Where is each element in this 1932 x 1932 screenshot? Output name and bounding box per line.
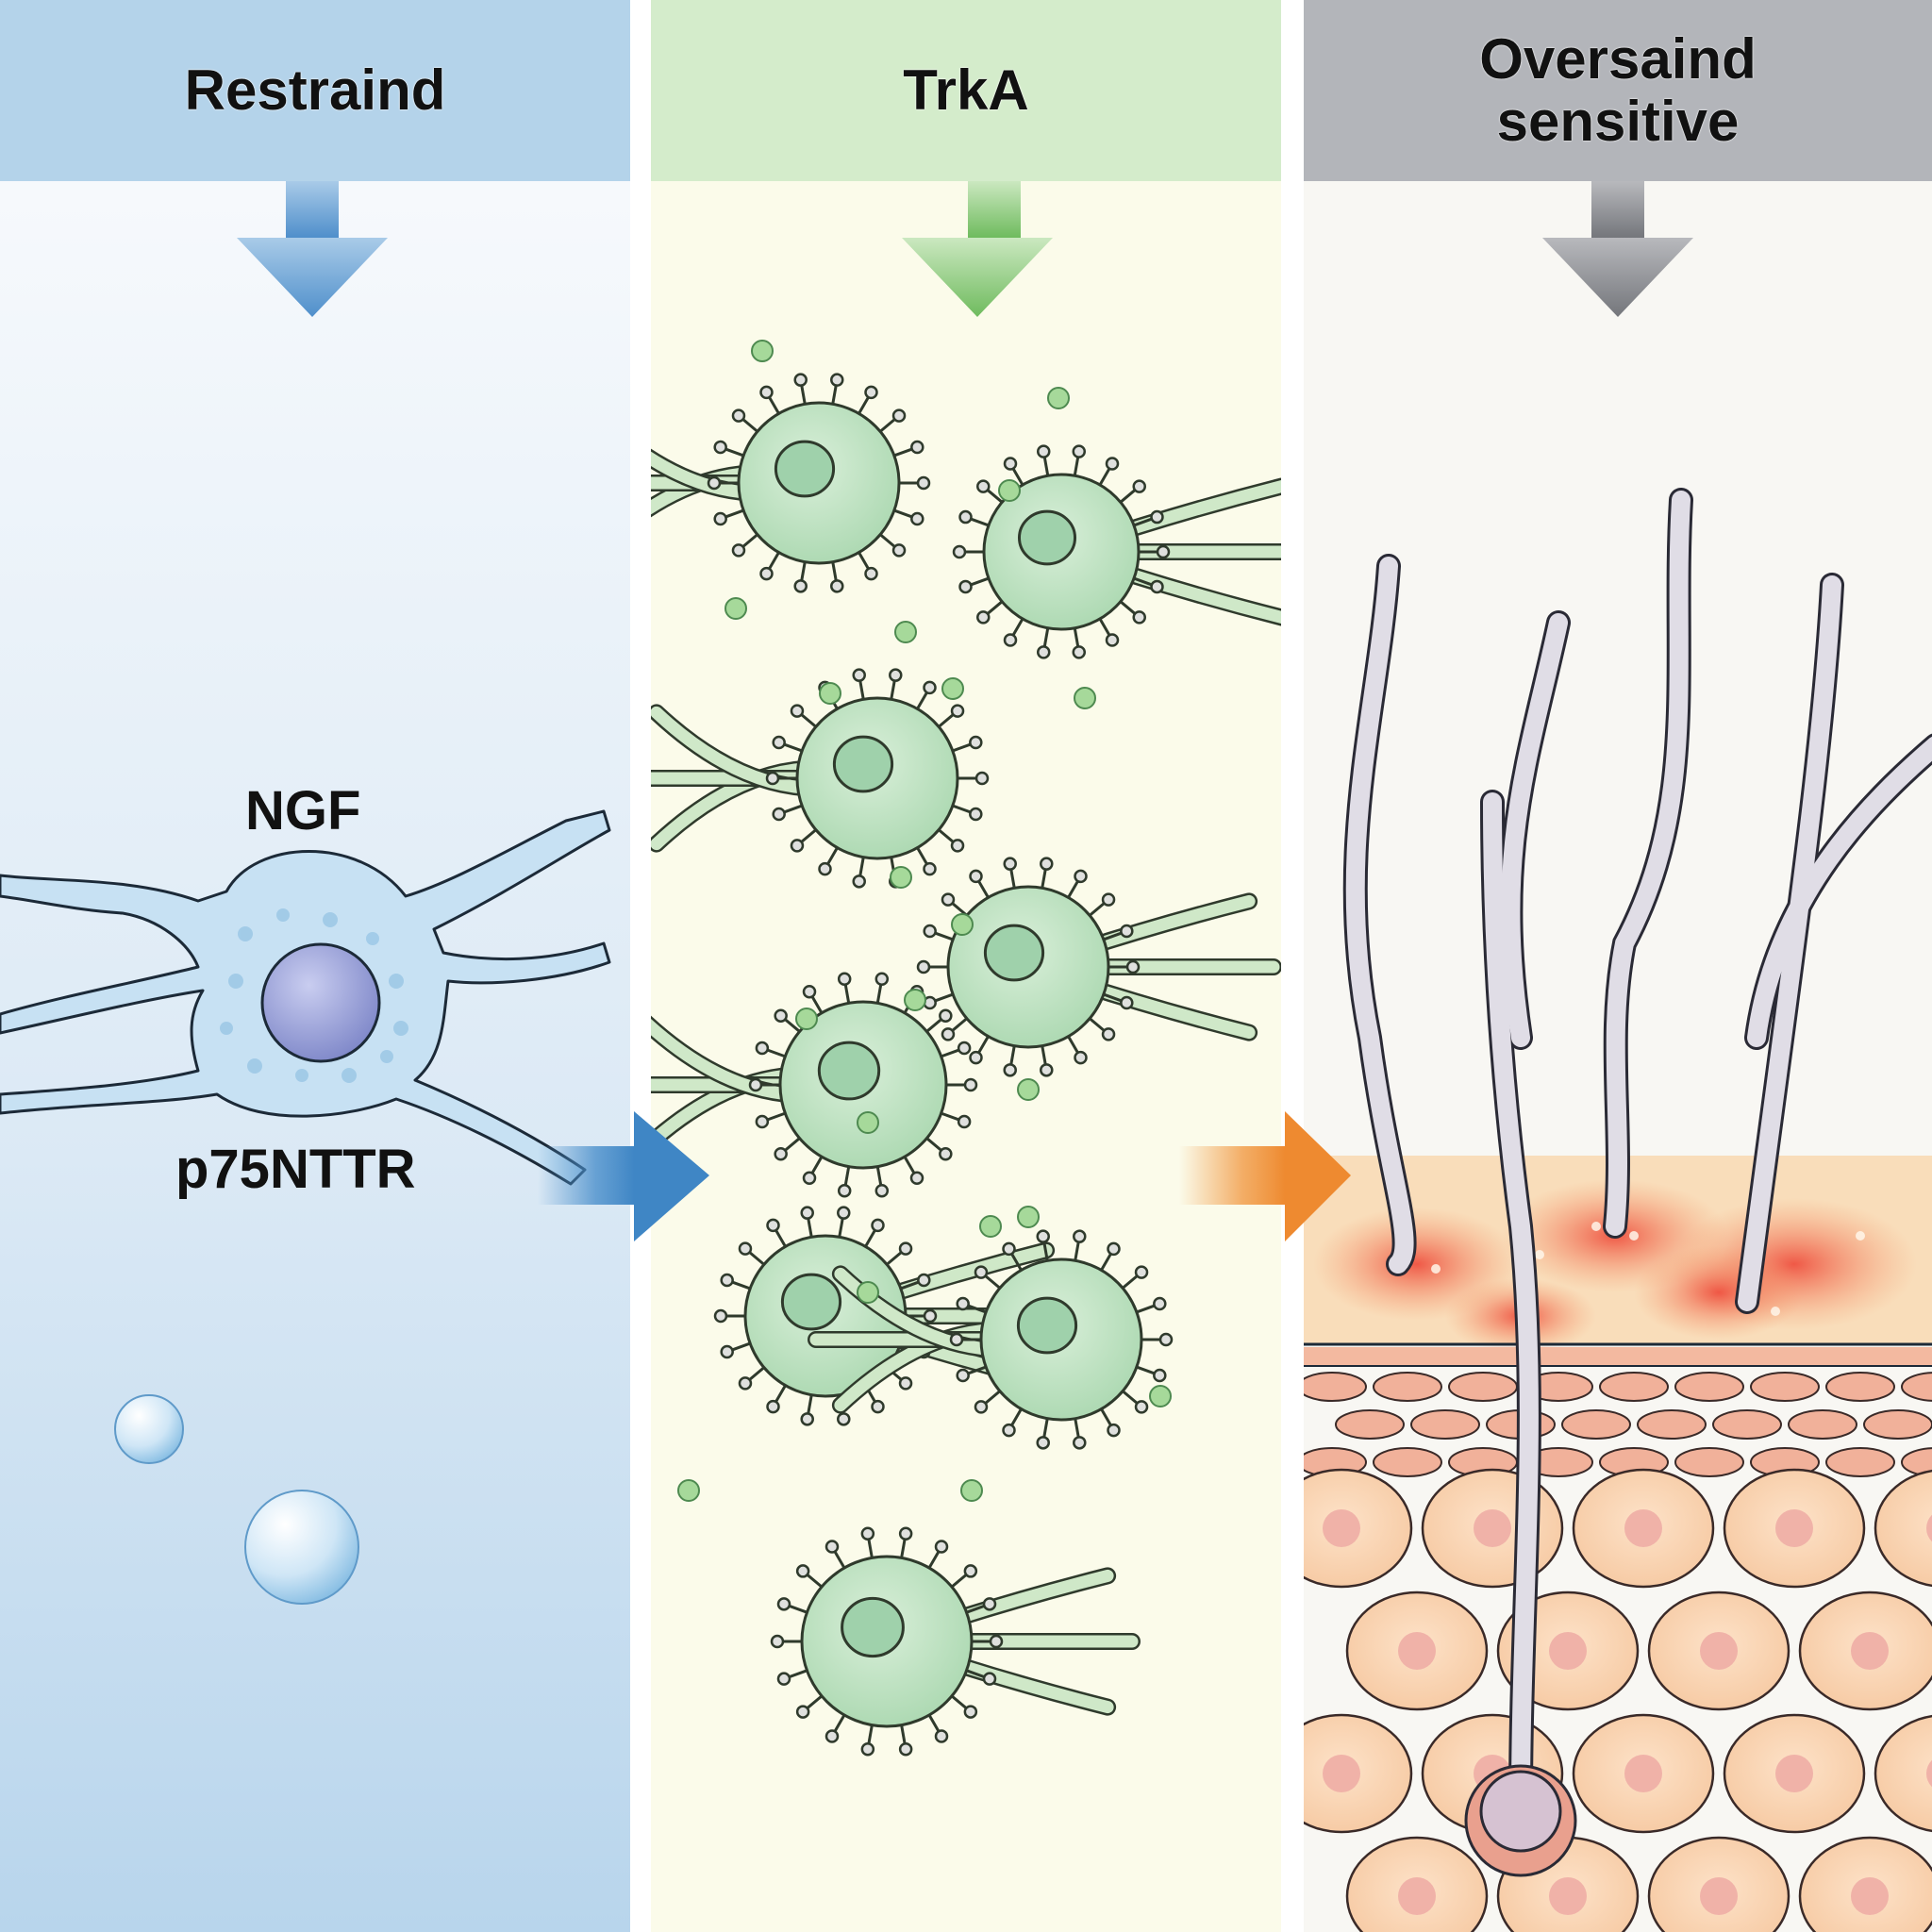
nucleus-icon	[832, 735, 894, 793]
basal-cell	[1373, 1447, 1442, 1477]
keratinocyte	[1345, 1836, 1489, 1932]
bubble-icon	[114, 1394, 184, 1464]
trka-cell	[651, 668, 990, 889]
ngf-particle	[795, 1008, 818, 1030]
ngf-particle	[894, 621, 917, 643]
restrained-illustration	[0, 181, 611, 1605]
cell-granules	[220, 908, 408, 1083]
trka-cell	[916, 857, 1281, 1077]
panel-divider	[1281, 0, 1304, 1932]
ngf-particle	[941, 677, 964, 700]
ngf-particle	[819, 682, 841, 705]
nucleus-icon	[260, 942, 381, 1063]
panel-restrained: Restraind	[0, 0, 630, 1932]
trka-cell	[651, 373, 931, 593]
panel-title-restrained: Restraind	[184, 58, 446, 122]
keratinocyte	[1874, 1714, 1932, 1833]
keratinocyte	[1345, 1591, 1489, 1711]
ngf-particle	[904, 989, 926, 1011]
basal-cell	[1863, 1409, 1932, 1440]
panel-oversensitive: Oversaind sensitive	[1304, 0, 1932, 1932]
nucleus-icon	[983, 924, 1045, 982]
ngf-particle	[890, 866, 912, 889]
basal-cell	[1825, 1372, 1895, 1402]
title-line-1: Oversaind	[1479, 27, 1757, 91]
panel-header-trka: TrkA	[651, 0, 1281, 181]
trka-cell	[770, 1526, 1141, 1757]
bubble-icon	[244, 1490, 359, 1605]
basal-cell	[1335, 1409, 1405, 1440]
ngf-particle	[857, 1281, 879, 1304]
basal-cell	[1674, 1447, 1744, 1477]
trka-cell-cluster	[651, 373, 1281, 1757]
ngf-particle	[1017, 1206, 1040, 1228]
panel-title-oversensitive: Oversaind sensitive	[1479, 28, 1756, 153]
ngf-particle	[951, 913, 974, 936]
p75ntr-label: p75NTTR	[175, 1139, 416, 1200]
nucleus-icon	[774, 440, 836, 498]
panel-trka: TrkA	[651, 0, 1281, 1932]
trka-cell	[952, 444, 1281, 659]
ngf-particle	[677, 1479, 700, 1502]
keratinocyte-cells	[1304, 1468, 1932, 1932]
basal-cell	[1712, 1409, 1782, 1440]
basal-cell	[1637, 1409, 1707, 1440]
title-line-2: sensitive	[1496, 90, 1740, 153]
down-arrow-icon	[1542, 181, 1693, 317]
ngf-particle	[979, 1215, 1002, 1238]
ngf-particle	[1074, 687, 1096, 709]
basal-cell	[1561, 1409, 1631, 1440]
basal-cell	[1825, 1447, 1895, 1477]
ngf-particles	[677, 340, 1172, 1502]
basal-cell	[1788, 1409, 1857, 1440]
basal-cell	[1750, 1372, 1820, 1402]
keratinocyte	[1723, 1713, 1866, 1834]
basal-cell	[1373, 1372, 1442, 1402]
keratinocyte	[1647, 1836, 1790, 1932]
basal-cell	[1901, 1447, 1932, 1477]
panel-header-oversensitive: Oversaind sensitive	[1304, 0, 1932, 181]
panel-title-trka: TrkA	[903, 58, 1029, 122]
ngf-particle	[1017, 1078, 1040, 1101]
keratinocyte	[1572, 1713, 1715, 1834]
ngf-particle	[1047, 387, 1070, 409]
ngf-particle	[1149, 1385, 1172, 1407]
keratinocyte	[1874, 1469, 1932, 1588]
nucleus-icon	[817, 1041, 881, 1101]
keratinocyte	[1798, 1836, 1932, 1932]
basal-cell	[1304, 1372, 1367, 1402]
keratinocyte	[1723, 1468, 1866, 1589]
trka-illustration	[651, 181, 1281, 1757]
keratinocyte	[1647, 1591, 1790, 1711]
panel-divider	[630, 0, 651, 1932]
keratinocyte	[1798, 1591, 1932, 1711]
ngf-label: NGF	[245, 780, 361, 841]
basal-cell	[1901, 1372, 1932, 1402]
down-arrow-icon	[902, 181, 1053, 317]
keratinocyte	[1304, 1713, 1413, 1834]
basal-cell	[1448, 1372, 1518, 1402]
keratinocyte	[1421, 1468, 1564, 1589]
ngf-particle	[857, 1111, 879, 1134]
basal-cell	[1674, 1372, 1744, 1402]
basal-cells	[1304, 1372, 1932, 1477]
skin-illustration	[1304, 181, 1932, 1932]
nucleus-icon	[1016, 1296, 1078, 1355]
ngf-particle	[724, 597, 747, 620]
nucleus-icon	[841, 1596, 905, 1658]
ngf-particle	[751, 340, 774, 362]
panel-header-restrained: Restraind	[0, 0, 630, 181]
basal-cell	[1410, 1409, 1480, 1440]
keratinocyte	[1304, 1468, 1413, 1589]
basal-cell	[1599, 1372, 1669, 1402]
keratinocyte	[1572, 1468, 1715, 1589]
down-arrow-icon	[237, 181, 388, 317]
ngf-particle	[960, 1479, 983, 1502]
nerve-fibers	[1342, 488, 1932, 1814]
ngf-particle	[998, 479, 1021, 502]
nucleus-icon	[780, 1273, 842, 1331]
nucleus-icon	[1017, 509, 1077, 566]
